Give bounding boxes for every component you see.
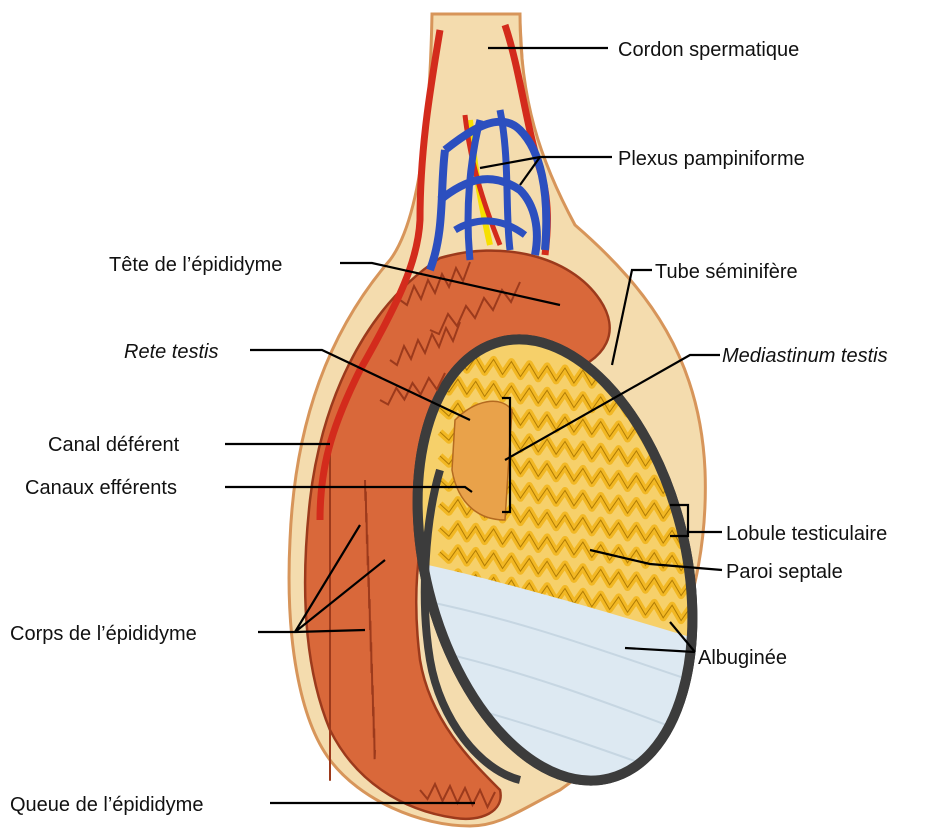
label-mediastinum-testis: Mediastinum testis (722, 345, 888, 367)
label-rete-testis: Rete testis (124, 341, 218, 363)
label-paroi-septale: Paroi septale (726, 561, 843, 583)
label-canal-deferent: Canal déférent (48, 434, 180, 456)
label-queue-epididyme: Queue de l’épididyme (10, 794, 203, 816)
label-lobule-testiculaire: Lobule testiculaire (726, 523, 887, 545)
label-cordon-spermatique: Cordon spermatique (618, 39, 799, 61)
label-tube-seminifere: Tube séminifère (655, 261, 798, 283)
label-corps-epididyme: Corps de l’épididyme (10, 623, 197, 645)
label-tete-epididyme: Tête de l’épididyme (109, 254, 282, 276)
label-canaux-efferents: Canaux efférents (25, 477, 177, 499)
label-albuginee: Albuginée (698, 647, 787, 669)
label-plexus-pampiniforme: Plexus pampiniforme (618, 148, 805, 170)
